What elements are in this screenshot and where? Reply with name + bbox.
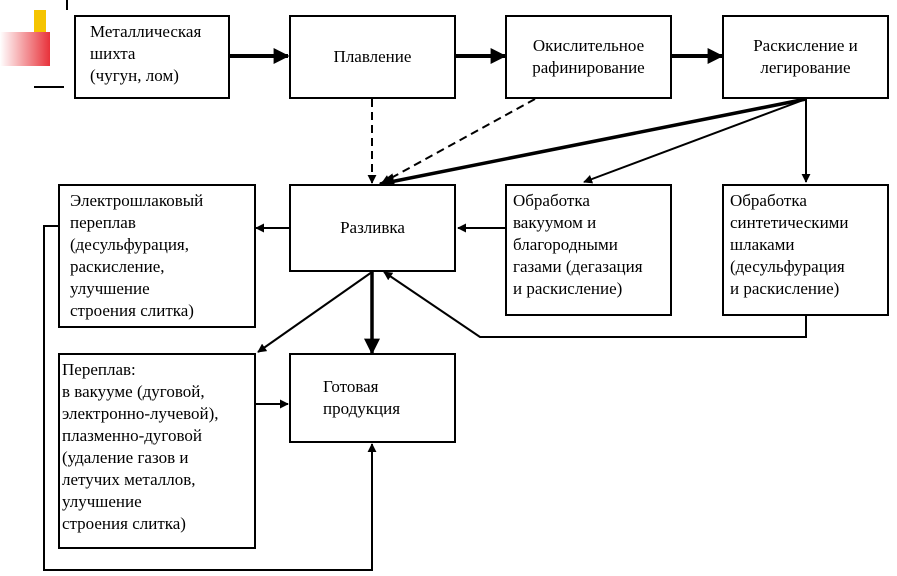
box-vacuum-treatment: Обработка вакуумом и благородными газами… bbox=[505, 184, 672, 316]
box-casting: Разливка bbox=[289, 184, 456, 272]
box-remelting: Переплав: в вакууме (дуговой, электронно… bbox=[58, 353, 256, 549]
arrow-casting-to-remelt bbox=[257, 271, 373, 353]
slide-accent-tick bbox=[66, 0, 68, 10]
box-melting: Плавление bbox=[289, 15, 456, 99]
box-oxidizing-refining: Окислительное рафинирование bbox=[505, 15, 672, 99]
arrow-esr-to-product bbox=[43, 225, 377, 571]
slide-accent-red bbox=[0, 32, 50, 66]
box-deoxidation-alloying: Раскисление и легирование bbox=[722, 15, 889, 99]
box-synthetic-slag-treatment: Обработка синтетическими шлаками (десуль… bbox=[722, 184, 889, 316]
arrow-deoxidation-to-vacuum bbox=[583, 98, 807, 184]
box-metal-charge: Металлическая шихта (чугун, лом) bbox=[74, 15, 230, 99]
slide-accent-line bbox=[34, 86, 64, 88]
arrow-oxidizing-to-casting-dashed bbox=[381, 98, 536, 184]
box-electroslag-remelting: Электрошлаковый переплав (десульфурация,… bbox=[58, 184, 256, 328]
arrow-deoxidation-to-casting bbox=[378, 97, 807, 190]
box-finished-product: Готовая продукция bbox=[289, 353, 456, 443]
arrow-synthetic-to-casting bbox=[383, 271, 807, 338]
